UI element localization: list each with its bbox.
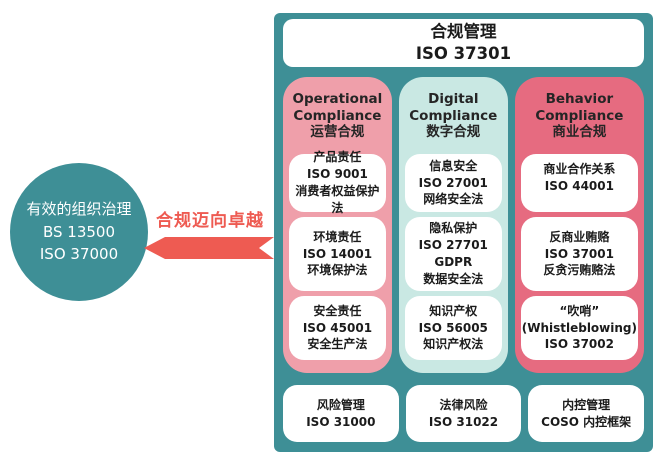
item-box-safety-responsibility: 安全责任 ISO 45001 安全生产法 bbox=[289, 296, 386, 360]
header-line: 商业合规 bbox=[552, 124, 607, 141]
header-line: 数字合规 bbox=[426, 124, 481, 141]
column-operational-compliance: Operational Compliance 运营合规 产品责任 ISO 900… bbox=[283, 77, 392, 373]
box-line: ISO 31000 bbox=[306, 414, 376, 429]
governance-circle: 有效的组织治理 BS 13500 ISO 37000 bbox=[10, 163, 148, 301]
box-line: 知识产权 bbox=[429, 303, 478, 318]
column-operational-header: Operational Compliance 运营合规 bbox=[289, 85, 386, 147]
box-line: 网络安全法 bbox=[423, 192, 484, 207]
column-digital-compliance: Digital Compliance 数字合规 信息安全 ISO 27001 网… bbox=[398, 77, 508, 373]
panel-title-zh: 合规管理 bbox=[430, 21, 497, 41]
item-box-anti-bribery: 反商业贿赂 ISO 37001 反贪污贿赂法 bbox=[520, 217, 638, 291]
box-line: COSO 内控框架 bbox=[541, 414, 632, 429]
box-line: GDPR bbox=[434, 255, 473, 269]
header-line: Operational bbox=[292, 90, 383, 107]
circle-line-1: 有效的组织治理 bbox=[26, 200, 132, 219]
box-line: ISO 37001 bbox=[544, 246, 614, 261]
circle-line-3: ISO 37000 bbox=[39, 245, 119, 264]
box-line: 安全责任 bbox=[313, 303, 362, 318]
box-line: 商业合作关系 bbox=[543, 162, 616, 176]
box-line: (Whistleblowing) bbox=[521, 320, 637, 335]
column-behavior-header: Behavior Compliance 商业合规 bbox=[521, 85, 638, 147]
item-box-information-security: 信息安全 ISO 27001 网络安全法 bbox=[404, 154, 502, 212]
box-line: ISO 9001 bbox=[306, 167, 368, 182]
box-line: ISO 37002 bbox=[544, 337, 614, 352]
left-arrow-icon bbox=[144, 237, 274, 259]
box-line: 隐私保护 bbox=[429, 221, 478, 236]
box-line: ISO 31022 bbox=[428, 414, 499, 429]
item-box-privacy-protection: 隐私保护 ISO 27701 GDPR 数据安全法 bbox=[404, 217, 502, 291]
footer-box-legal-risk: 法律风险 ISO 31022 bbox=[405, 385, 522, 442]
footer-box-internal-control: 内控管理 COSO 内控框架 bbox=[528, 385, 645, 442]
box-line: ISO 27001 bbox=[418, 175, 488, 190]
box-line: 知识产权法 bbox=[423, 337, 484, 352]
column-digital-header: Digital Compliance 数字合规 bbox=[405, 85, 502, 147]
circle-line-2: BS 13500 bbox=[42, 222, 116, 241]
box-line: ISO 56005 bbox=[418, 320, 488, 335]
item-box-environmental-responsibility: 环境责任 ISO 14001 环境保护法 bbox=[289, 217, 386, 291]
box-line: 环境责任 bbox=[313, 229, 362, 244]
box-line: 信息安全 bbox=[429, 158, 478, 173]
box-line: “吹哨” bbox=[559, 303, 600, 318]
box-line: 安全生产法 bbox=[307, 337, 368, 352]
box-line: 产品责任 bbox=[313, 150, 362, 165]
item-box-product-responsibility: 产品责任 ISO 9001 消费者权益保护法 bbox=[289, 150, 386, 215]
box-line: 数据安全法 bbox=[423, 271, 484, 286]
box-line: 法律风险 bbox=[439, 397, 488, 412]
box-line: 风险管理 bbox=[316, 397, 365, 412]
box-line: 消费者权益保护法 bbox=[295, 184, 380, 215]
footer-row: 风险管理 ISO 31000 法律风险 ISO 31022 内控管理 COSO … bbox=[283, 385, 645, 442]
arrow-label: 合规迈向卓越 bbox=[156, 211, 264, 231]
header-line: Compliance bbox=[409, 107, 498, 124]
header-line: Behavior bbox=[545, 90, 614, 107]
header-line: Digital bbox=[428, 90, 479, 107]
box-line: ISO 45001 bbox=[302, 320, 373, 335]
panel-title-iso: ISO 37301 bbox=[415, 44, 512, 63]
columns-row: Operational Compliance 运营合规 产品责任 ISO 900… bbox=[283, 77, 644, 373]
box-line: 反贪污贿赂法 bbox=[543, 263, 616, 278]
box-line: ISO 44001 bbox=[544, 178, 614, 193]
header-line: Compliance bbox=[293, 107, 382, 124]
header-line: Compliance bbox=[535, 107, 624, 124]
item-box-intellectual-property: 知识产权 ISO 56005 知识产权法 bbox=[404, 296, 502, 360]
box-line: ISO 14001 bbox=[302, 246, 373, 261]
compliance-panel: 合规管理 ISO 37301 Operational Compliance 运营… bbox=[274, 13, 653, 452]
item-box-whistleblowing: “吹哨” (Whistleblowing) ISO 37002 bbox=[520, 296, 638, 360]
item-box-business-relationships: 商业合作关系 ISO 44001 bbox=[520, 154, 638, 212]
header-line: 运营合规 bbox=[310, 124, 365, 141]
box-line: 内控管理 bbox=[562, 397, 611, 412]
box-line: ISO 27701 bbox=[418, 238, 488, 253]
footer-box-risk-management: 风险管理 ISO 31000 bbox=[283, 385, 399, 442]
box-line: 环境保护法 bbox=[307, 263, 368, 278]
box-line: 反商业贿赂 bbox=[549, 229, 610, 244]
column-behavior-compliance: Behavior Compliance 商业合规 商业合作关系 ISO 4400… bbox=[514, 77, 644, 373]
panel-title-box: 合规管理 ISO 37301 bbox=[283, 19, 644, 67]
